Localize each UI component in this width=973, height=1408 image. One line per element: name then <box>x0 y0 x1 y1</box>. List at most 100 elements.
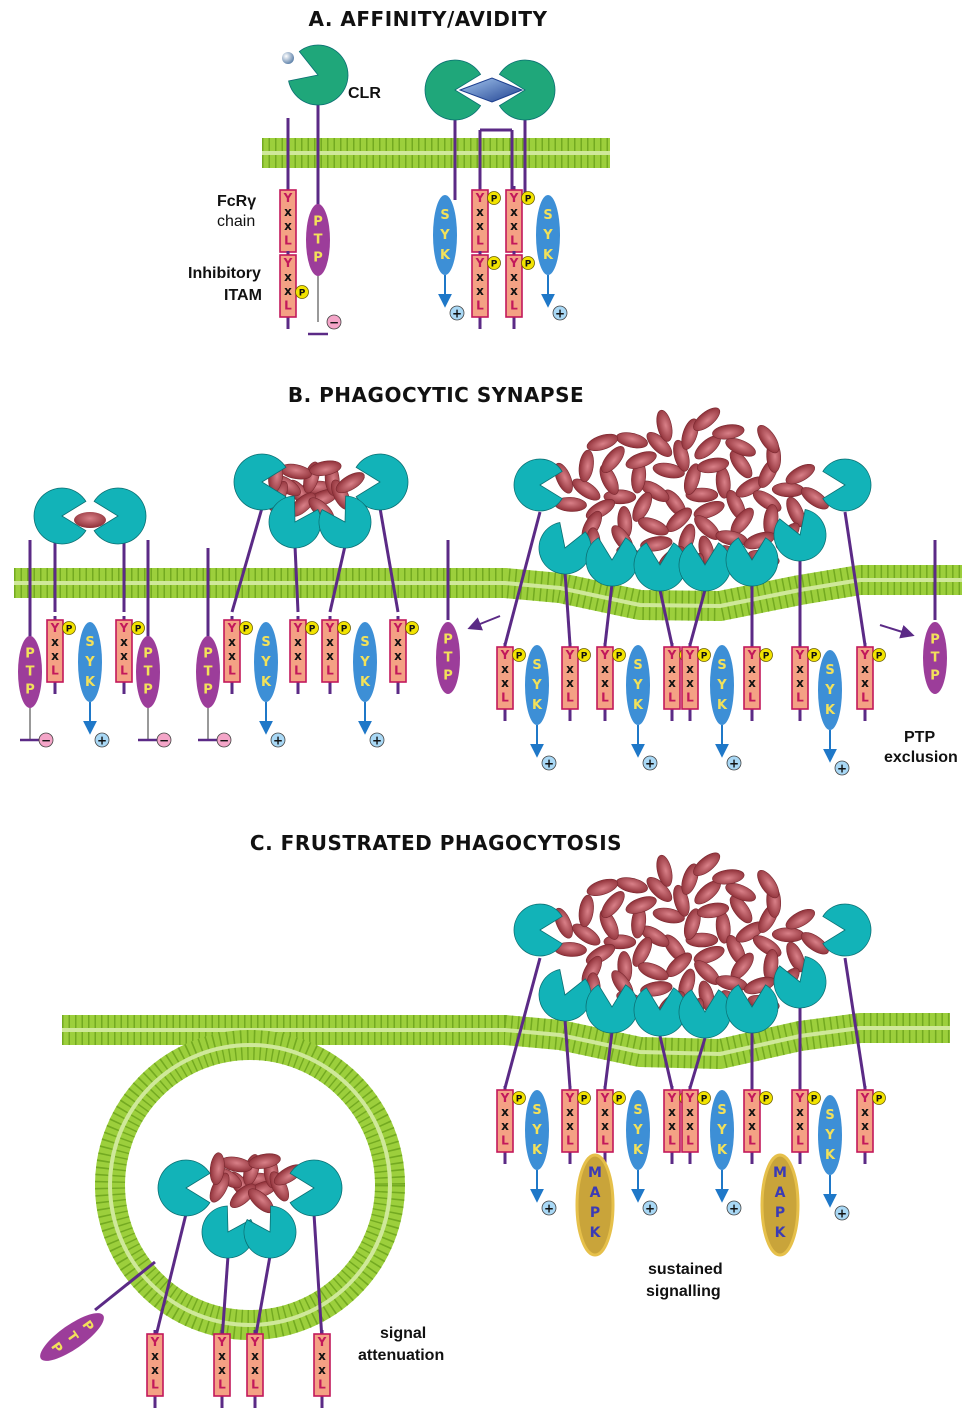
itam-glyph: Y <box>119 621 129 635</box>
syk-kinase: SYK <box>254 622 278 702</box>
syk-kinase-glyph: K <box>532 1143 543 1158</box>
itam-glyph: L <box>476 233 484 247</box>
phosphate-icon: P <box>613 1092 626 1105</box>
phosphate-icon: P <box>578 649 591 662</box>
itam-glyph: L <box>510 233 518 247</box>
ptp-phosphatase-glyph: P <box>203 647 213 662</box>
sustained-label-1: sustained <box>648 1261 723 1278</box>
phosphate-icon: P <box>760 649 773 662</box>
syk-kinase-glyph: K <box>633 698 644 713</box>
syk-kinase-glyph: Y <box>439 228 450 243</box>
plus-sign-icon: + <box>370 733 384 748</box>
phosphate-icon: P <box>522 257 535 270</box>
phosphate-icon: P <box>698 1092 711 1105</box>
itam-glyph: Y <box>283 256 293 270</box>
phosphate-icon: P <box>613 649 626 662</box>
section-a-title: A. AFFINITY/AVIDITY <box>309 7 548 31</box>
phosphate-icon: P <box>873 649 886 662</box>
plus-sign-icon: + <box>553 306 567 321</box>
itam-glyph: L <box>318 1377 326 1391</box>
itam-glyph: x <box>668 662 676 676</box>
itam-receptor: YxxLP <box>857 1086 886 1164</box>
itam-glyph: Y <box>600 648 610 662</box>
phosphate-glyph: P <box>876 1095 883 1105</box>
sign-glyph: + <box>645 757 655 771</box>
itam-glyph: x <box>601 1105 609 1119</box>
phosphate-icon: P <box>578 1092 591 1105</box>
syk-kinase: SYK <box>710 645 734 725</box>
phosphate-icon: P <box>513 1092 526 1105</box>
phosphate-glyph: P <box>516 1095 523 1105</box>
phosphate-icon: P <box>808 1092 821 1105</box>
itam-glyph: x <box>748 676 756 690</box>
syk-kinase: SYK <box>353 622 377 702</box>
itam-glyph: L <box>686 690 694 704</box>
phosphate-glyph: P <box>309 625 316 635</box>
phosphate-icon: P <box>488 192 501 205</box>
syk-kinase-glyph: Y <box>531 678 542 693</box>
plus-sign-icon: + <box>643 756 657 771</box>
syk-kinase-glyph: S <box>532 658 541 673</box>
itam-glyph: x <box>326 649 334 663</box>
itam-receptor: YxxLP <box>497 1086 526 1164</box>
syk-kinase: SYK <box>525 1090 549 1170</box>
itam-receptor: YxxLP <box>224 616 253 694</box>
itam-receptor: YxxLP <box>562 643 591 721</box>
itam-receptor: YxxLP <box>682 643 711 721</box>
phosphate-glyph: P <box>701 652 708 662</box>
plus-sign-icon: + <box>835 1206 849 1221</box>
itam-glyph: x <box>228 635 236 649</box>
itam-glyph: Y <box>795 1091 805 1105</box>
itam-receptor: YxxLP <box>290 616 319 694</box>
plus-sign-icon: + <box>542 756 556 771</box>
syk-kinase-glyph: K <box>543 248 554 263</box>
phosphate-glyph: P <box>491 260 498 270</box>
syk-kinase-glyph: S <box>440 208 449 223</box>
signal-label: signal <box>380 1325 426 1342</box>
syk-kinase-glyph: S <box>825 663 834 678</box>
phosphate-glyph: P <box>341 625 348 635</box>
phosphate-glyph: P <box>525 195 532 205</box>
syk-kinase-glyph: S <box>825 1108 834 1123</box>
itam-glyph: x <box>861 676 869 690</box>
ligand-particle <box>577 449 595 483</box>
syk-kinase-glyph: K <box>532 698 543 713</box>
itam-glyph: L <box>668 690 676 704</box>
itam-glyph: L <box>501 1133 509 1147</box>
plus-sign-icon: + <box>835 761 849 776</box>
ptp-exclusion-arrow <box>880 625 912 635</box>
sign-glyph: + <box>837 1207 847 1221</box>
itam-glyph: L <box>251 1377 259 1391</box>
phosphate-glyph: P <box>616 652 623 662</box>
ptp-phosphatase-glyph: P <box>313 215 323 230</box>
ptp-phosphatase-glyph: P <box>930 669 940 684</box>
syk-kinase: SYK <box>818 650 842 730</box>
itam-glyph: Y <box>317 1335 327 1349</box>
clr-label: CLR <box>348 85 381 102</box>
itam-glyph: Y <box>293 621 303 635</box>
itam-glyph: L <box>686 1133 694 1147</box>
sign-glyph: + <box>544 1202 554 1216</box>
ligand-particle <box>772 927 804 942</box>
itam-glyph: Y <box>475 191 485 205</box>
phosphate-glyph: P <box>811 652 818 662</box>
ptp-phosphatase-glyph: T <box>144 665 153 680</box>
itam-glyph: x <box>748 1119 756 1133</box>
syk-kinase: SYK <box>818 1095 842 1175</box>
phosphate-icon: P <box>760 1092 773 1105</box>
syk-kinase: SYK <box>710 1090 734 1170</box>
syk-kinase-glyph: Y <box>84 655 95 670</box>
syk-kinase-glyph: Y <box>824 683 835 698</box>
mapk-glyph: A <box>590 1185 601 1201</box>
itam-glyph: L <box>151 1377 159 1391</box>
syk-kinase-glyph: Y <box>260 655 271 670</box>
inhibitory-label: Inhibitory <box>188 265 261 282</box>
itam-receptor: YxxLP <box>597 643 626 721</box>
itam-glyph: x <box>284 205 292 219</box>
itam-glyph: L <box>601 1133 609 1147</box>
itam-glyph: x <box>601 662 609 676</box>
ptp-phosphatase-glyph: T <box>444 651 453 666</box>
itam-glyph: L <box>861 1133 869 1147</box>
